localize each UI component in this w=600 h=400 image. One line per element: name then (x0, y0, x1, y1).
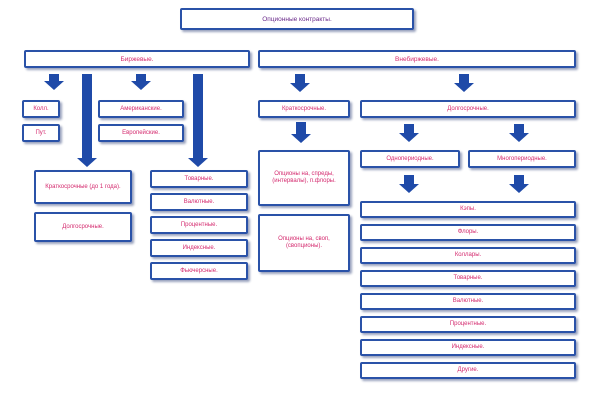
arrow-exchange-to-assets (188, 74, 208, 167)
arrow-exchange-to-styles (131, 74, 151, 90)
multi-period-node: Многопериодные. (468, 150, 576, 168)
otc-long-term-node: Долгосрочные. (360, 100, 576, 118)
arrow-otc-to-shortterm (290, 74, 310, 92)
arrow-exchange-to-putcall (44, 74, 64, 90)
call-node: Колл. (22, 100, 60, 118)
asset-commodity-node: Товарные. (150, 170, 248, 188)
asset-currency-node: Валютные. (150, 193, 248, 211)
arrow-longterm-to-multi (509, 124, 529, 142)
long-item-floors-node: Флоры. (360, 224, 576, 241)
arrow-otc-to-longterm (454, 74, 474, 92)
arrow-longterm-to-single (399, 124, 419, 142)
long-item-commodity-node: Товарные. (360, 270, 576, 287)
american-node: Американские. (98, 100, 184, 118)
long-item-collars-node: Коллары. (360, 247, 576, 264)
asset-interest-node: Процентные. (150, 216, 248, 234)
arrow-single-to-list (399, 175, 419, 193)
otc-short-swaptions-node: Опционы на, своп, (свопционы). (258, 214, 350, 272)
short-term-exchange-node: Краткосрочные (до 1 года). (34, 170, 132, 204)
long-term-exchange-node: Долгосрочные. (34, 212, 132, 242)
otc-short-term-node: Краткосрочные. (258, 100, 350, 118)
exchange-node: Биржевые. (24, 50, 250, 68)
long-item-caps-node: Кэпы. (360, 201, 576, 218)
single-period-node: Однопериодные. (360, 150, 460, 168)
european-node: Европейские. (98, 124, 184, 142)
long-item-currency-node: Валютные. (360, 293, 576, 310)
asset-futures-node: Фьючерсные. (150, 262, 248, 280)
long-item-other-node: Другие. (360, 362, 576, 379)
arrow-multi-to-list (509, 175, 529, 193)
otc-node: Внебиржевые. (258, 50, 576, 68)
long-item-index-node: Индексные. (360, 339, 576, 356)
diagram-title: Опционные контракты. (180, 8, 414, 30)
otc-short-spreads-node: Опционы на, спреды, (интервалы), п.флоры… (258, 150, 350, 206)
arrow-exchange-to-terms (77, 74, 97, 167)
long-item-interest-node: Процентные. (360, 316, 576, 333)
arrow-shortterm-to-items (291, 122, 311, 143)
asset-index-node: Индексные. (150, 239, 248, 257)
put-node: Пут. (22, 124, 60, 142)
